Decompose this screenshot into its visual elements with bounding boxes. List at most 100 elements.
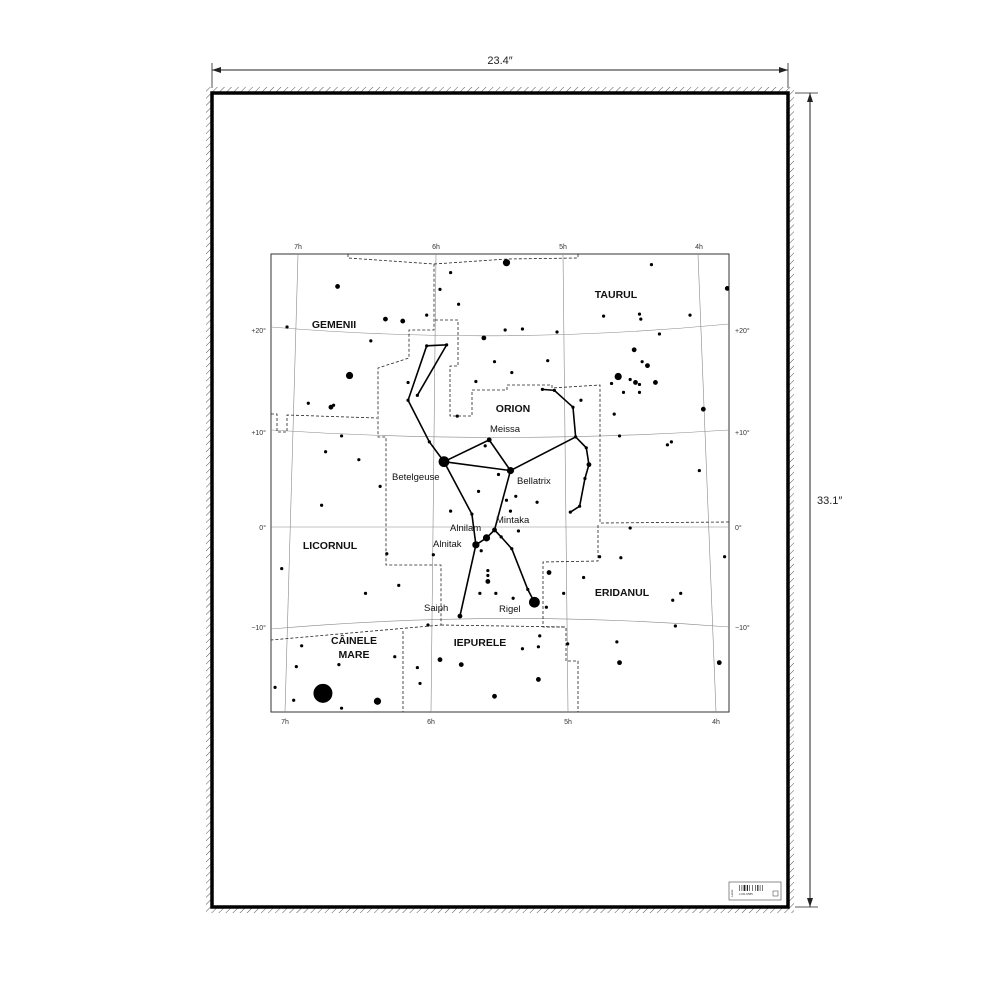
star <box>716 660 722 666</box>
star <box>673 624 677 628</box>
star-label-meissa: Meissa <box>490 424 521 435</box>
star <box>578 504 582 508</box>
star <box>438 456 450 468</box>
ra-line-7h <box>284 254 299 712</box>
star <box>393 655 397 659</box>
star <box>631 347 637 353</box>
ra-tick: 4h <box>695 244 703 251</box>
star <box>363 591 368 595</box>
star <box>566 642 570 646</box>
ra-tick: 6h <box>427 719 435 726</box>
ra-tick: 7h <box>294 244 302 251</box>
star <box>324 450 328 454</box>
width-label: 23.4″ <box>487 55 512 67</box>
star <box>438 287 442 291</box>
ra-tick: 4h <box>712 719 720 726</box>
constellation-iepurele: IEPURELE <box>454 637 507 649</box>
star <box>449 509 453 513</box>
barcode-bar <box>743 885 746 891</box>
constellation-gemenii: GEMENII <box>312 319 356 331</box>
star <box>508 509 513 513</box>
star-label-rigel: Rigel <box>499 604 521 615</box>
star <box>335 284 340 289</box>
dec-tick: 0° <box>735 524 742 532</box>
star <box>479 549 483 553</box>
ra-ticks-top: 7h 6h 5h 4h <box>294 244 703 251</box>
star <box>536 677 541 682</box>
star <box>486 568 490 573</box>
coordinate-grid <box>271 254 729 712</box>
constellation-boundaries <box>271 254 729 712</box>
figure-line <box>493 470 512 531</box>
barcode-bar <box>739 885 740 891</box>
star <box>649 263 654 267</box>
star <box>679 591 683 595</box>
star <box>637 312 642 316</box>
tag-code: LOR-9585 <box>739 892 753 896</box>
star-label-betelgeuse: Betelgeuse <box>392 472 440 483</box>
star <box>328 404 334 410</box>
ra-tick: 5h <box>564 719 572 726</box>
star <box>449 270 453 275</box>
dec-line-minus10 <box>271 618 729 630</box>
dec-tick: −10° <box>251 624 266 632</box>
dec-tick: +20° <box>735 327 750 335</box>
height-dimension: 33.1″ <box>795 92 842 908</box>
star <box>601 314 606 318</box>
ra-tick: 5h <box>559 244 567 251</box>
star-label-saiph: Saiph <box>424 603 448 614</box>
constellation-licornul: LICORNUL <box>303 540 358 552</box>
star <box>574 435 578 439</box>
star <box>385 552 389 556</box>
width-dimension: 23.4″ <box>211 55 789 88</box>
star <box>426 623 430 627</box>
star <box>657 332 662 336</box>
height-label: 33.1″ <box>817 495 842 507</box>
star <box>472 541 480 549</box>
figure-line <box>407 343 449 463</box>
barcode-bar <box>749 885 750 891</box>
star <box>458 662 464 668</box>
barcode-bar <box>741 885 743 891</box>
dec-ticks-right: +20° +10° 0° −10° <box>735 327 750 632</box>
star <box>502 259 511 267</box>
star <box>535 500 539 504</box>
star <box>614 372 622 381</box>
star <box>492 693 497 699</box>
tag-side-label: Label <box>730 889 734 897</box>
star <box>474 379 478 384</box>
star <box>483 444 487 448</box>
star <box>415 665 419 670</box>
star <box>485 579 491 584</box>
star <box>579 398 583 402</box>
star <box>671 598 675 602</box>
barcode-bar <box>759 885 761 891</box>
ra-line-5h <box>562 254 569 712</box>
star-label-alnilam: Alnilam <box>450 523 481 534</box>
star <box>628 526 632 530</box>
dec-line-plus10 <box>271 429 729 438</box>
star <box>415 393 419 397</box>
star <box>546 359 550 363</box>
star <box>425 313 429 317</box>
star <box>621 390 626 394</box>
dec-line-plus20 <box>271 323 729 337</box>
dec-ticks-left: +20° +10° 0° −10° <box>251 327 266 632</box>
star <box>526 587 530 591</box>
star <box>397 583 401 588</box>
star <box>568 510 572 514</box>
star <box>494 591 498 595</box>
star <box>481 335 487 341</box>
ra-tick: 6h <box>432 244 440 251</box>
star <box>639 317 643 321</box>
star <box>586 462 592 468</box>
star <box>562 591 566 595</box>
star <box>511 596 515 600</box>
star <box>665 443 670 447</box>
star <box>584 446 588 450</box>
star <box>339 434 344 438</box>
star <box>640 360 644 364</box>
star <box>538 634 542 638</box>
star <box>529 596 540 608</box>
barcode-bar <box>757 885 759 891</box>
